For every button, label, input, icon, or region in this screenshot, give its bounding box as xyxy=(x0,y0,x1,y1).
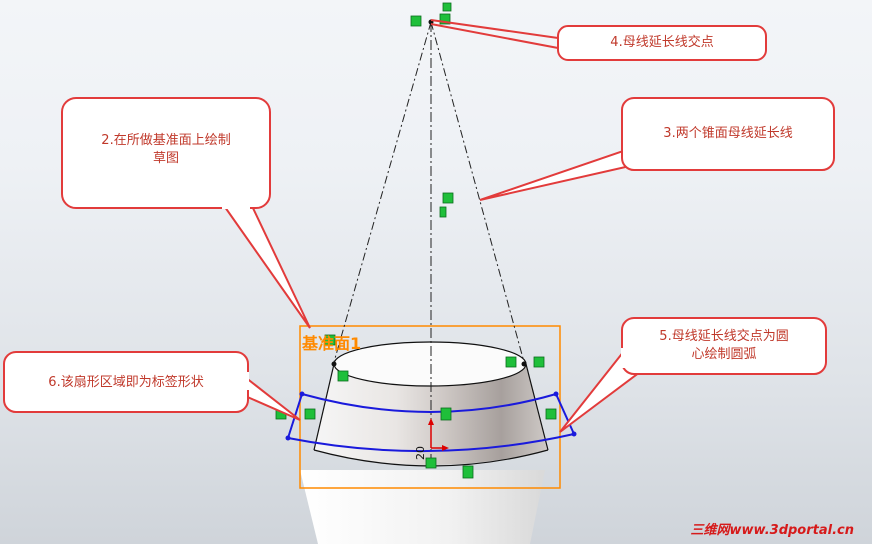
relation-marker-icon[interactable] xyxy=(462,465,474,479)
callout-2-text: 2.在所做基准面上绘制 草图 xyxy=(101,133,231,166)
part-lower-body xyxy=(300,470,545,544)
callout-5-text: 5.母线延长线交点为圆 心绘制圆弧 xyxy=(659,329,789,362)
relation-marker-icon[interactable] xyxy=(439,206,447,218)
watermark: 三维网www.3dportal.cn xyxy=(690,523,854,538)
relation-marker-icon[interactable] xyxy=(533,356,545,368)
callout-3-text: 3.两个锥面母线延长线 xyxy=(663,126,793,141)
dimension-value[interactable]: 20 xyxy=(414,446,427,460)
sketch-right-side[interactable] xyxy=(555,393,575,435)
callout-5 xyxy=(559,317,827,433)
relation-marker-icon[interactable] xyxy=(304,408,316,420)
relation-marker-icon[interactable] xyxy=(545,408,557,420)
sketch-point[interactable] xyxy=(553,391,559,397)
cone-right-edge xyxy=(525,363,549,451)
relation-marker-icon[interactable] xyxy=(440,407,452,421)
callout-2 xyxy=(61,97,311,329)
relation-marker-icon[interactable] xyxy=(505,356,517,368)
callout-4-text: 4.母线延长线交点 xyxy=(610,35,714,50)
callout-3 xyxy=(479,97,835,201)
origin-triad-icon xyxy=(428,418,449,451)
callout-6 xyxy=(3,351,301,421)
left-generatrix-extension[interactable] xyxy=(333,21,432,363)
sketch-point[interactable] xyxy=(299,391,305,397)
relation-marker-icon[interactable] xyxy=(425,457,437,469)
plane-label[interactable]: 基准面1 xyxy=(302,334,362,353)
reference-plane[interactable] xyxy=(299,325,561,489)
relation-marker-icon[interactable] xyxy=(337,370,349,382)
right-generatrix-extension[interactable] xyxy=(430,21,525,363)
relation-marker-icon[interactable] xyxy=(410,15,422,27)
sketch-point[interactable] xyxy=(331,361,337,367)
relation-marker-icon[interactable] xyxy=(324,334,336,346)
relation-marker-icon[interactable] xyxy=(439,13,451,25)
sketch-outer-arc[interactable] xyxy=(301,393,557,413)
relation-marker-icon[interactable] xyxy=(442,192,454,204)
sketch-point[interactable] xyxy=(571,431,577,437)
callout-6-text: 6.该扇形区域即为标签形状 xyxy=(48,375,204,390)
cone-left-edge xyxy=(313,363,335,451)
sketch-point[interactable] xyxy=(521,361,527,367)
sketch-point[interactable] xyxy=(285,435,291,441)
cone-top-face xyxy=(333,341,527,387)
sketch-inner-arc[interactable] xyxy=(287,433,575,453)
relation-marker-icon[interactable] xyxy=(442,2,452,12)
callout-4 xyxy=(430,19,767,61)
